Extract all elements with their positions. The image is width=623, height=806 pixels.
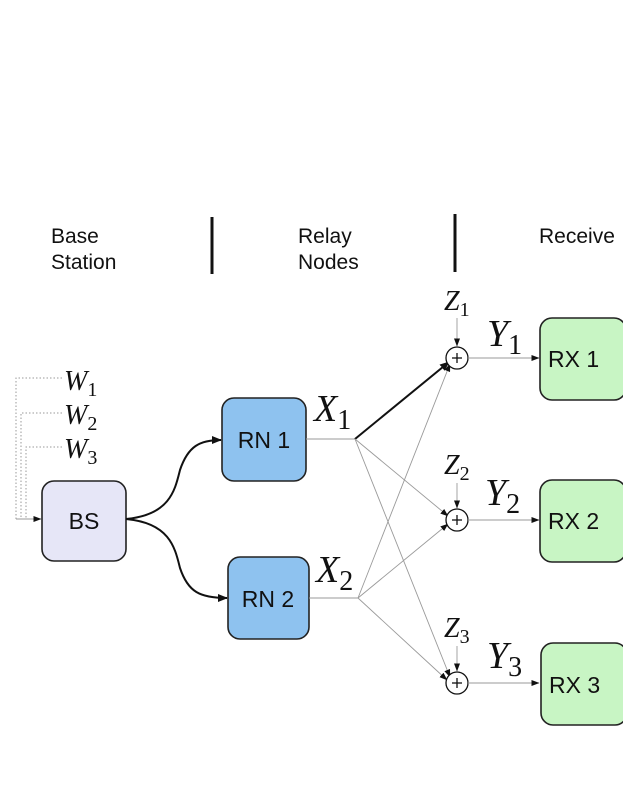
receiver-node-2-label: RX 2: [548, 508, 599, 534]
received-y3-label: Y3: [487, 635, 522, 683]
noise-z3-label: Z3: [444, 613, 470, 648]
header-relay-nodes-line1: Relay: [298, 225, 352, 248]
header-base-station-line2: Station: [51, 251, 116, 274]
receiver-node-1: [539, 317, 623, 401]
receiver-node-2: [539, 479, 623, 563]
receiver-node-3: [540, 642, 623, 726]
header-relay-nodes-line2: Nodes: [298, 251, 359, 274]
message-line-w3: [25, 446, 62, 519]
relay-output-x1-label: X1: [312, 388, 351, 436]
message-w1-label: W1: [64, 366, 97, 401]
link-rn1-to-sum2: [354, 438, 449, 517]
receiver-node-1-label: RX 1: [548, 346, 599, 372]
received-y1-label: Y1: [487, 313, 522, 361]
relay-output-x2-label: X2: [314, 549, 353, 597]
link-bs-to-rn2: [125, 518, 228, 602]
header-receivers: Receive: [539, 225, 615, 248]
link-rn2-to-sum3: [357, 597, 448, 681]
noise-z2-label: Z2: [444, 450, 470, 485]
link-rn2-to-sum2: [357, 523, 449, 599]
noise-z1-label: Z1: [444, 286, 470, 321]
message-line-w1: [15, 377, 62, 519]
base-station-label: BS: [69, 508, 100, 534]
receiver-node-3-label: RX 3: [549, 672, 600, 698]
base-station-node: [41, 480, 127, 562]
link-rn1-to-sum1: [354, 361, 450, 440]
link-rn2-to-sum1: [357, 363, 451, 599]
link-rn1-to-sum3: [354, 438, 451, 678]
relay-node-1: [221, 397, 307, 482]
header-base-station-line1: Base: [51, 225, 99, 248]
relay-node-2-label: RN 2: [242, 586, 294, 612]
message-w3-label: W3: [64, 434, 97, 469]
link-bs-to-rn1: [125, 436, 222, 520]
message-w2-label: W2: [64, 400, 97, 435]
received-y2-label: Y2: [485, 472, 520, 520]
relay-node-1-label: RN 1: [238, 427, 290, 453]
